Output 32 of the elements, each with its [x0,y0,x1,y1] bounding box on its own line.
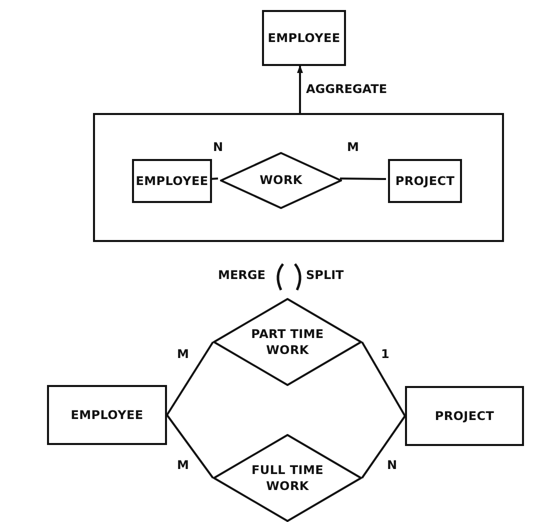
entity-box [262,10,346,66]
edge-label: AGGREGATE [305,82,388,96]
entity-box [388,159,462,203]
edge-label: N [386,458,398,472]
entity-box [132,159,212,203]
node-text: PROJECT [434,408,494,424]
connector-line [166,341,214,416]
relationship-diamond [213,434,362,522]
entity-box [47,385,167,445]
node-text: PROJECT [395,172,455,190]
node-text: EMPLOYEE [268,30,340,46]
node-text: FULL TIME WORK [250,462,324,494]
node-text: PART TIME WORK [250,326,325,358]
operation-label: MERGE [218,268,266,282]
connector-line [340,178,386,180]
arrow [297,65,303,113]
edge-label: M [176,458,190,472]
node-text: WORK [260,172,302,189]
node-text: EMPLOYEE [70,406,144,424]
edge-label: 1 [380,347,390,361]
edge-label: M [176,347,190,361]
relationship-diamond [213,298,362,386]
connector-line [166,414,214,479]
entity-box [405,386,524,446]
node-text: EMPLOYEE [136,172,208,190]
connector-line [361,342,406,416]
connector-line [361,415,406,479]
edge-label: M [346,140,360,154]
relationship-diamond [220,152,342,209]
edge-label: N [212,140,224,154]
operation-label: SPLIT [306,268,344,282]
aggregation-box [93,113,504,242]
